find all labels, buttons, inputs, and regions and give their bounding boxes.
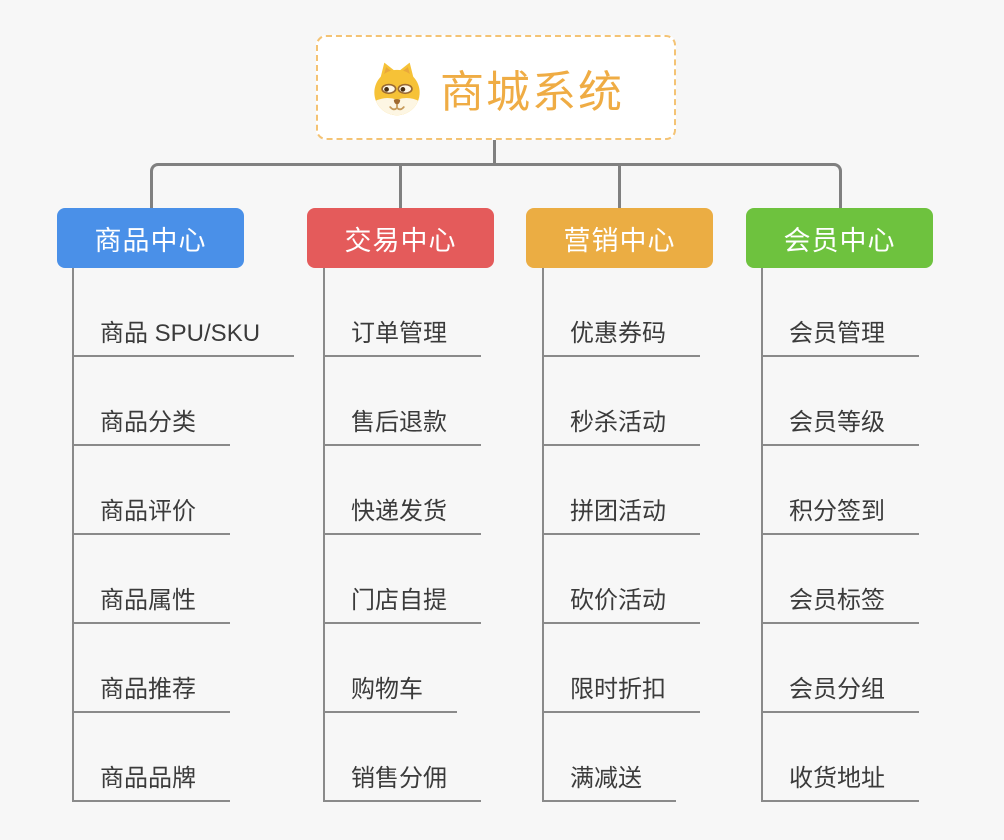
child-topic[interactable]: 拼团活动 xyxy=(542,489,700,535)
child-topic[interactable]: 收货地址 xyxy=(761,756,919,802)
connector-drop-trade xyxy=(399,165,402,209)
branch-trunk-line xyxy=(323,268,325,802)
child-topic[interactable]: 商品属性 xyxy=(72,578,230,624)
child-topic[interactable]: 商品品牌 xyxy=(72,756,230,802)
child-topic[interactable]: 门店自提 xyxy=(323,578,481,624)
child-topic[interactable]: 会员等级 xyxy=(761,400,919,446)
branch-topic-label: 会员中心 xyxy=(783,225,896,256)
child-topic[interactable]: 快递发货 xyxy=(323,489,481,535)
child-topic[interactable]: 限时折扣 xyxy=(542,667,700,713)
child-topic[interactable]: 优惠券码 xyxy=(542,311,700,357)
child-topic[interactable]: 售后退款 xyxy=(323,400,481,446)
child-topic[interactable]: 商品分类 xyxy=(72,400,230,446)
child-topic[interactable]: 商品推荐 xyxy=(72,667,230,713)
child-topic[interactable]: 订单管理 xyxy=(323,311,481,357)
branch-topic-member-center[interactable]: 会员中心 xyxy=(746,208,933,268)
connector-drop-marketing xyxy=(618,165,621,209)
child-topic[interactable]: 商品 SPU/SKU xyxy=(72,311,295,357)
root-topic[interactable]: 商城系统 xyxy=(316,35,676,140)
branch-topic-trade-center[interactable]: 交易中心 xyxy=(307,208,494,268)
child-topic[interactable]: 会员管理 xyxy=(761,311,919,357)
connector-elbow-left xyxy=(150,163,493,209)
child-topic[interactable]: 满减送 xyxy=(542,756,676,802)
branch-trunk-line xyxy=(72,268,74,802)
branch-trunk-line xyxy=(761,268,763,802)
child-topic[interactable]: 积分签到 xyxy=(761,489,919,535)
child-topic[interactable]: 会员分组 xyxy=(761,667,919,713)
branch-topic-marketing-center[interactable]: 营销中心 xyxy=(526,208,713,268)
child-topic[interactable]: 砍价活动 xyxy=(542,578,700,624)
child-topic[interactable]: 会员标签 xyxy=(761,578,919,624)
branch-topic-label: 营销中心 xyxy=(563,225,676,256)
root-topic-label: 商城系统 xyxy=(440,67,624,117)
child-topic[interactable]: 秒杀活动 xyxy=(542,400,700,446)
dog-face-icon xyxy=(368,59,426,117)
branch-topic-label: 交易中心 xyxy=(344,225,457,256)
branch-trunk-line xyxy=(542,268,544,802)
connector-elbow-right xyxy=(493,163,842,209)
connector-root-stem xyxy=(493,140,496,166)
branch-topic-product-center[interactable]: 商品中心 xyxy=(57,208,244,268)
child-topic[interactable]: 购物车 xyxy=(323,667,457,713)
branch-topic-label: 商品中心 xyxy=(94,225,207,256)
child-topic[interactable]: 商品评价 xyxy=(72,489,230,535)
child-topic[interactable]: 销售分佣 xyxy=(323,756,481,802)
